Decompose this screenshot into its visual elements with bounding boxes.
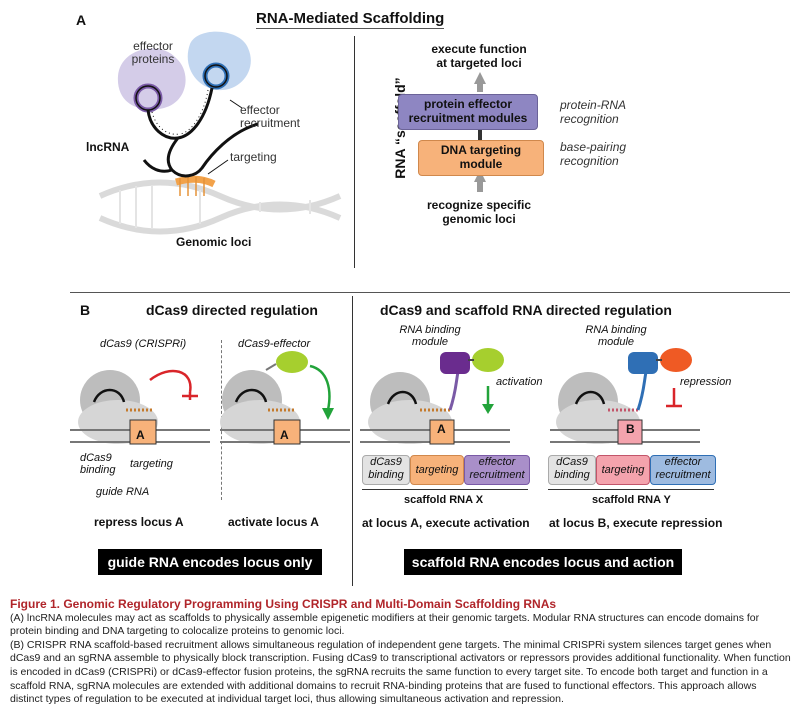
exec-activation-label: at locus A, execute activation xyxy=(362,516,530,530)
segment-dcas9-binding-y-label: dCas9 binding xyxy=(554,456,590,481)
crispri-label: dCas9 (CRISPRi) xyxy=(100,338,187,350)
repression-label: repression xyxy=(680,376,732,388)
lncrna-label: lncRNA xyxy=(86,140,130,154)
repress-locus-a-label: repress locus A xyxy=(94,515,184,529)
locus-a-marker-middle: A xyxy=(280,428,289,442)
scaffold-rna-x-label: scaffold RNA X xyxy=(404,494,484,506)
crispri-complex xyxy=(70,369,210,445)
scaffold-complex-y xyxy=(550,348,700,445)
activate-locus-a-label: activate locus A xyxy=(228,515,319,529)
panel-b-divider xyxy=(352,296,353,586)
scaffold-complexes-illustration xyxy=(360,348,700,445)
segment-effector-y-label: effector recruitment xyxy=(655,456,711,481)
banner-scaffold-rna: scaffold RNA encodes locus and action xyxy=(404,549,682,575)
dna-helix xyxy=(98,179,342,235)
segment-effector-x-label: effector recruitment xyxy=(469,456,525,481)
banner-guide-rna: guide RNA encodes locus only xyxy=(98,549,322,575)
panel-a-title: RNA-Mediated Scaffolding xyxy=(256,10,445,29)
segment-targeting-x-label: targeting xyxy=(415,464,459,476)
scaffold-module-arrows xyxy=(474,72,486,192)
dcas9-effector-label: dCas9-effector xyxy=(238,338,311,350)
dna-targeting-module-label: DNA targeting module xyxy=(440,143,522,171)
dna-targeting-module-box: DNA targeting module xyxy=(418,140,544,176)
panel-b-right-title: dCas9 and scaffold RNA directed regulati… xyxy=(380,302,672,318)
segment-dcas9-binding-x: dCas9 binding xyxy=(362,455,410,485)
segment-targeting-y: targeting xyxy=(596,455,650,485)
caption-panel-a: (A) lncRNA molecules may act as scaffold… xyxy=(10,611,760,638)
segment-targeting-y-label: targeting xyxy=(601,464,645,476)
dcas9-binding-label: dCas9 binding xyxy=(80,452,116,476)
scaffold-y-rule xyxy=(548,489,714,490)
dcas9-complexes-illustration xyxy=(70,351,350,445)
effector-recruitment-label: effector recruitment xyxy=(240,103,301,130)
panel-b-left-title: dCas9 directed regulation xyxy=(146,302,318,318)
guide-rna-label: guide RNA xyxy=(96,486,150,498)
effector-proteins-label: effector proteins xyxy=(131,39,175,66)
panel-b-letter: B xyxy=(80,302,91,318)
scaffold-x-rule xyxy=(362,489,528,490)
locus-b-marker: B xyxy=(626,422,635,436)
locus-a-marker-left: A xyxy=(136,428,145,442)
base-pairing-recognition-label: base-pairing recognition xyxy=(560,140,627,168)
activation-label: activation xyxy=(496,376,543,388)
genomic-loci-label: Genomic loci xyxy=(176,235,252,249)
blue-effector-protein xyxy=(187,31,251,91)
protein-rna-recognition-label: protein-RNA recognition xyxy=(560,98,627,126)
panel-a-letter: A xyxy=(76,12,87,28)
targeting-label: targeting xyxy=(230,150,277,164)
lncrna-scaffold-illustration xyxy=(98,31,342,235)
targeting-segment xyxy=(175,175,216,188)
rna-binding-module-label-y: RNA binding module xyxy=(585,324,647,348)
protein-effector-module-box: protein effector recruitment modules xyxy=(398,94,538,130)
locus-a-marker-right: A xyxy=(437,422,446,436)
segment-targeting-x: targeting xyxy=(410,455,464,485)
segment-dcas9-binding-y: dCas9 binding xyxy=(548,455,596,485)
targeting-label-left: targeting xyxy=(130,458,173,470)
segment-effector-x: effector recruitment xyxy=(464,455,530,485)
caption-panel-b: (B) CRISPR RNA scaffold-based recruitmen… xyxy=(10,638,791,706)
caption-title: Figure 1. Genomic Regulatory Programming… xyxy=(10,597,557,611)
recognize-loci-text: recognize specific genomic loci xyxy=(426,198,532,226)
dcas9-effector-complex xyxy=(220,351,350,445)
figure-caption: Figure 1. Genomic Regulatory Programming… xyxy=(10,597,792,707)
segment-effector-y: effector recruitment xyxy=(650,455,716,485)
scaffold-rna-y-label: scaffold RNA Y xyxy=(592,494,671,506)
panel-b-top-rule xyxy=(70,292,790,293)
scaffold-complex-x xyxy=(360,348,510,445)
rna-binding-module-label-x: RNA binding module xyxy=(399,324,461,348)
execute-function-text: execute function at targeted loci xyxy=(431,42,527,70)
segment-dcas9-binding-x-label: dCas9 binding xyxy=(368,456,404,481)
protein-effector-module-label: protein effector recruitment modules xyxy=(408,97,528,125)
exec-repression-label: at locus B, execute repression xyxy=(549,516,723,530)
panel-a-divider xyxy=(354,36,355,268)
lncrna-strand xyxy=(142,87,259,178)
